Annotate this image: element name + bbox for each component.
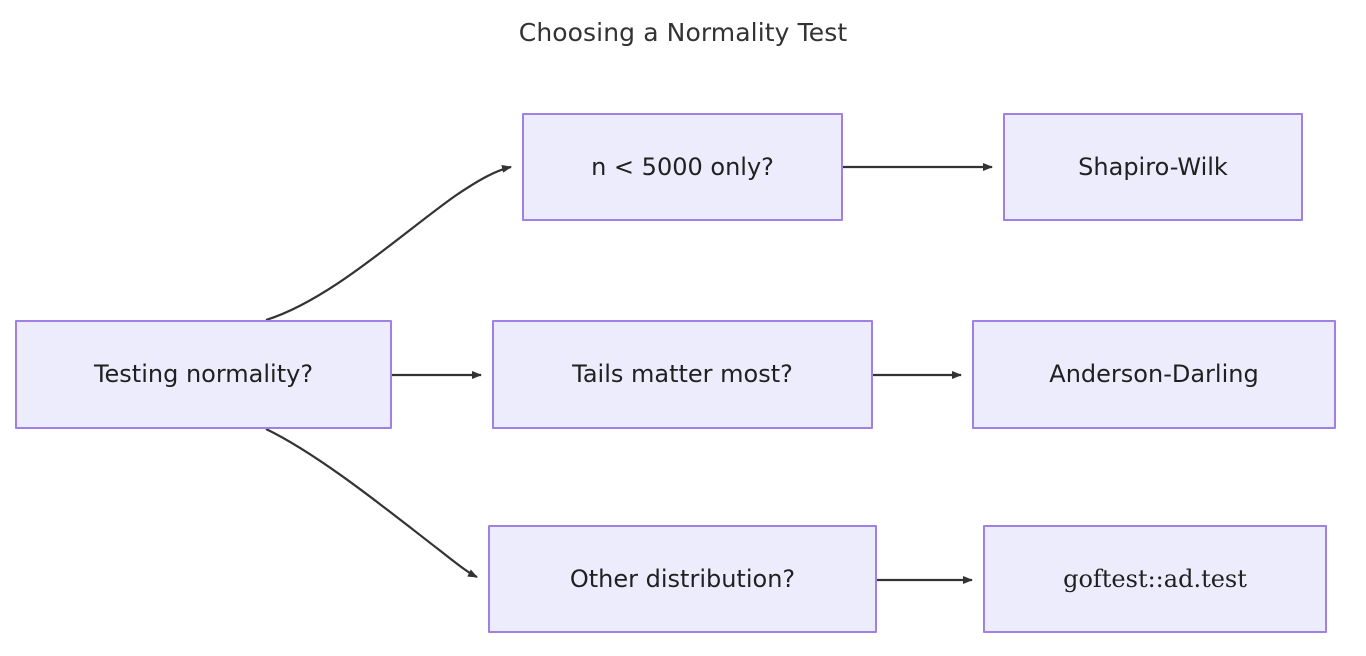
node-testing-normality[interactable]: Testing normality? bbox=[15, 320, 392, 429]
page-title: Choosing a Normality Test bbox=[518, 18, 848, 47]
edge-root-to-other bbox=[265, 428, 478, 578]
node-label: Anderson-Darling bbox=[1049, 360, 1259, 389]
node-label: n < 5000 only? bbox=[591, 152, 774, 181]
node-tails-matter-most[interactable]: Tails matter most? bbox=[492, 320, 873, 429]
node-label: Other distribution? bbox=[569, 564, 796, 593]
node-shapiro-wilk[interactable]: Shapiro-Wilk bbox=[1003, 113, 1303, 221]
node-other-distribution[interactable]: Other distribution? bbox=[488, 525, 877, 633]
node-n-less-than-5000[interactable]: n < 5000 only? bbox=[522, 113, 843, 221]
node-label: Shapiro-Wilk bbox=[1078, 152, 1228, 181]
node-label: Testing normality? bbox=[93, 360, 314, 389]
node-goftest-ad-test[interactable]: goftest::ad.test bbox=[983, 525, 1327, 633]
edge-root-to-small-n bbox=[265, 164, 512, 322]
node-label: goftest::ad.test bbox=[1063, 564, 1247, 593]
node-label: Tails matter most? bbox=[572, 360, 793, 389]
node-anderson-darling[interactable]: Anderson-Darling bbox=[972, 320, 1336, 429]
